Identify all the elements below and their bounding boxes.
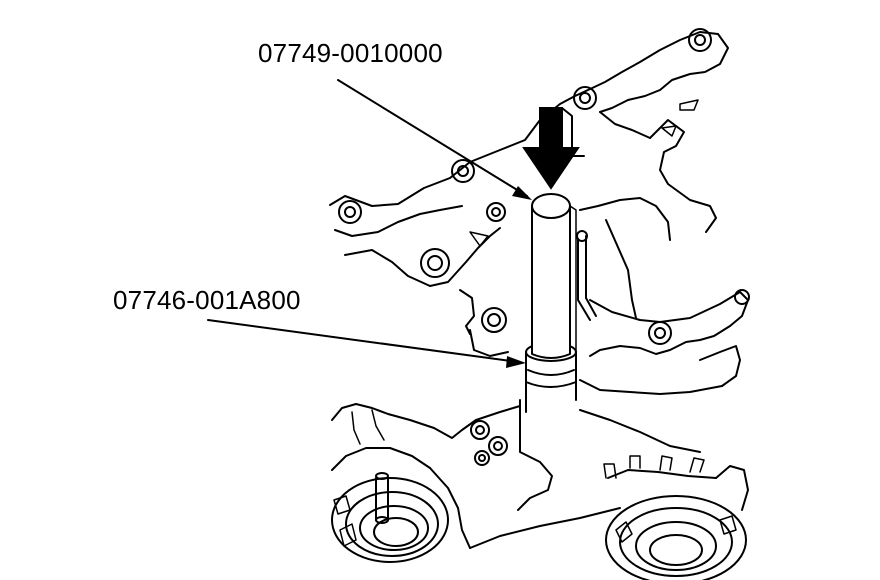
lower-case-housing xyxy=(331,399,749,549)
installation-tool xyxy=(525,193,577,413)
down-arrow-icon xyxy=(522,107,585,190)
part-number-label-attachment: 07746-001A800 xyxy=(113,285,301,315)
leader-line-bottom xyxy=(207,319,519,363)
left-bearing-drum xyxy=(331,472,449,563)
oil-pipe xyxy=(576,230,597,321)
leader-lines xyxy=(207,79,532,368)
upper-case-housing xyxy=(329,28,750,395)
leader-arrow-top xyxy=(512,186,532,200)
right-bearing-drum xyxy=(605,495,747,580)
leader-arrow-bottom xyxy=(506,356,526,368)
part-number-label-driver: 07749-0010000 xyxy=(258,38,443,68)
leader-line-top xyxy=(337,79,528,197)
